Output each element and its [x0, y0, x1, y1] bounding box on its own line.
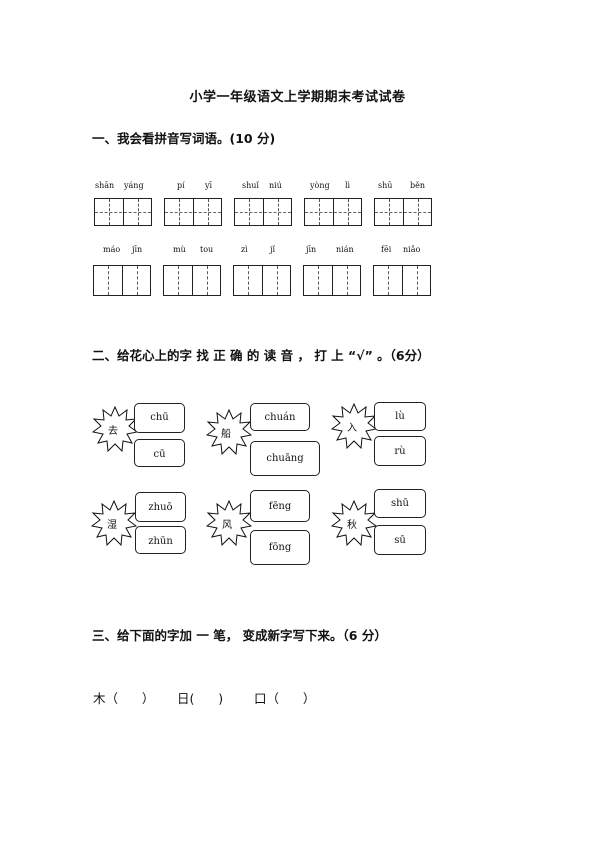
pinyin-option: zhuō [148, 502, 173, 513]
fill-blank-item[interactable]: 口（ ） [254, 691, 316, 706]
pinyin-label: jīn [306, 245, 317, 254]
writing-grid[interactable] [373, 265, 431, 296]
pinyin-option-box[interactable]: chū [134, 403, 185, 433]
pinyin-label: yòng [310, 181, 330, 190]
pinyin-option: chuāng [266, 453, 304, 464]
writing-grid[interactable] [304, 198, 362, 226]
flower-character: 秋 [347, 520, 357, 531]
pinyin-label: jǐ [270, 245, 276, 254]
pinyin-option: chū [150, 412, 169, 423]
pinyin-label: niú [269, 181, 282, 190]
flower-character: 湿 [107, 520, 117, 531]
pinyin-label: shū [378, 181, 393, 190]
pinyin-option-box[interactable]: zhuō [135, 492, 186, 522]
pinyin-label: shuǐ [242, 181, 259, 190]
pinyin-option: rù [394, 446, 406, 457]
flower-burst-icon [331, 500, 377, 546]
pinyin-option: zhūn [148, 536, 173, 547]
flower-character: 风 [222, 520, 232, 531]
pinyin-label: yáng [124, 181, 144, 190]
pinyin-label: běn [410, 181, 426, 190]
page-title: 小学一年级语文上学期期末考试试卷 [189, 90, 406, 105]
pinyin-option: chuán [264, 412, 296, 423]
pinyin-option: sū [394, 535, 406, 546]
pinyin-label: fēi [381, 245, 392, 254]
pinyin-option-box[interactable]: lù [374, 402, 426, 431]
pinyin-option-box[interactable]: fēng [250, 490, 310, 522]
pinyin-option-box[interactable]: cū [134, 439, 185, 467]
pinyin-option-box[interactable]: chuāng [250, 441, 320, 476]
section-1-heading: 一、我会看拼音写词语。(10 分) [92, 131, 276, 146]
fill-blank-item[interactable]: 日( ) [177, 691, 224, 706]
pinyin-option-box[interactable]: zhūn [135, 526, 186, 554]
pinyin-label: zì [241, 245, 248, 254]
pinyin-option-box[interactable]: rù [374, 436, 426, 466]
pinyin-label: yī [205, 181, 213, 190]
pinyin-option: fōng [268, 542, 292, 553]
pinyin-label: tou [200, 245, 214, 254]
pinyin-label: lì [345, 181, 351, 190]
writing-grid[interactable] [164, 198, 222, 226]
writing-grid[interactable] [163, 265, 221, 296]
flower-burst-icon [206, 500, 252, 546]
pinyin-label: pí [177, 181, 185, 190]
section-3-heading: 三、给下面的字加 一 笔， 变成新字写下来。（6 分） [92, 628, 387, 643]
writing-grid[interactable] [303, 265, 361, 296]
writing-grid[interactable] [93, 265, 151, 296]
pinyin-label: máo [103, 245, 121, 254]
flower-burst-icon [331, 403, 377, 449]
flower-character: 入 [347, 423, 357, 434]
pinyin-option: shū [390, 498, 409, 509]
pinyin-label: niǎo [403, 245, 421, 254]
pinyin-option: cū [153, 449, 166, 460]
fill-blank-item[interactable]: 木（ ） [93, 691, 155, 706]
pinyin-option-box[interactable]: shū [374, 489, 426, 518]
writing-grid[interactable] [233, 265, 291, 296]
flower-burst-icon [206, 409, 252, 455]
writing-grid[interactable] [374, 198, 432, 226]
pinyin-label: nián [336, 245, 354, 254]
flower-burst-icon [92, 406, 138, 452]
flower-character: 船 [221, 429, 231, 440]
section-2-heading: 二、给花心上的字 找 正 确 的 读 音 ， 打 上 “√” 。（6分） [92, 348, 430, 363]
pinyin-option: lù [395, 411, 405, 422]
pinyin-option: fēng [268, 501, 292, 512]
pinyin-label: mù [173, 245, 186, 254]
pinyin-option-box[interactable]: fōng [250, 530, 310, 565]
flower-burst-icon [91, 500, 137, 546]
pinyin-label: shān [95, 181, 115, 190]
flower-character: 去 [108, 426, 118, 437]
writing-grid[interactable] [234, 198, 292, 226]
pinyin-option-box[interactable]: sū [374, 525, 426, 555]
writing-grid[interactable] [94, 198, 152, 226]
pinyin-option-box[interactable]: chuán [250, 403, 310, 431]
pinyin-label: jīn [132, 245, 143, 254]
